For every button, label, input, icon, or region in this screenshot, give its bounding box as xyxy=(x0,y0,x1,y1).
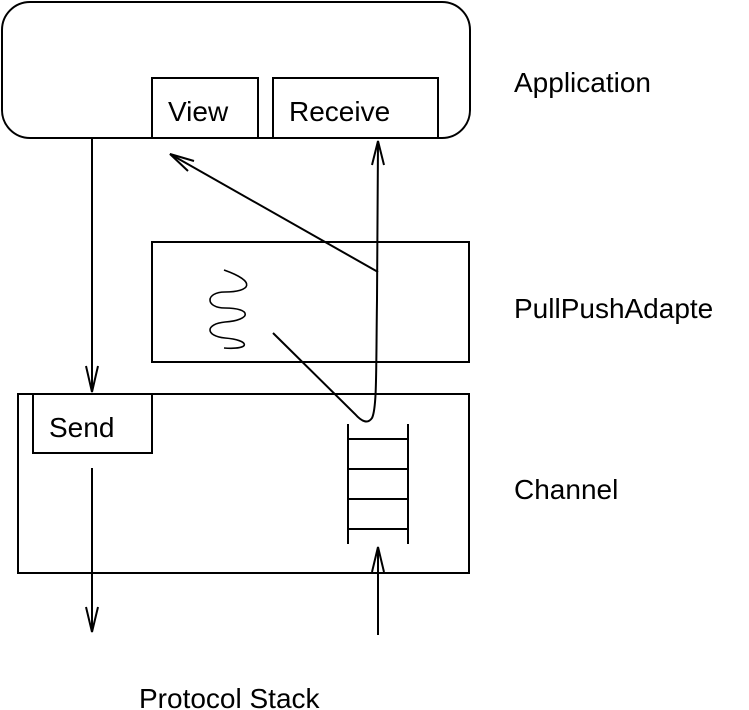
arrow-stack-to-queue xyxy=(371,546,385,635)
layer-label-channel: Channel xyxy=(514,474,618,505)
application-box xyxy=(1,1,471,139)
channel-box xyxy=(17,393,470,574)
view-label: View xyxy=(168,96,229,127)
receive-label: Receive xyxy=(289,96,390,127)
arrow-to-view xyxy=(169,153,379,273)
message-queue xyxy=(347,424,409,544)
layer-label-adapter: PullPushAdapte xyxy=(514,293,713,324)
arrow-thread-to-receive xyxy=(272,140,385,423)
arrow-app-to-send xyxy=(85,138,99,393)
layer-label-protocol-stack: Protocol Stack xyxy=(139,683,321,710)
view-box xyxy=(151,77,259,139)
thread-squiggle-icon xyxy=(209,269,248,350)
adapter-box xyxy=(151,241,470,363)
send-label: Send xyxy=(49,412,114,443)
receive-box xyxy=(272,77,439,139)
layer-label-application: Application xyxy=(514,67,651,98)
arrow-send-to-stack xyxy=(85,468,99,633)
send-box xyxy=(32,393,153,454)
